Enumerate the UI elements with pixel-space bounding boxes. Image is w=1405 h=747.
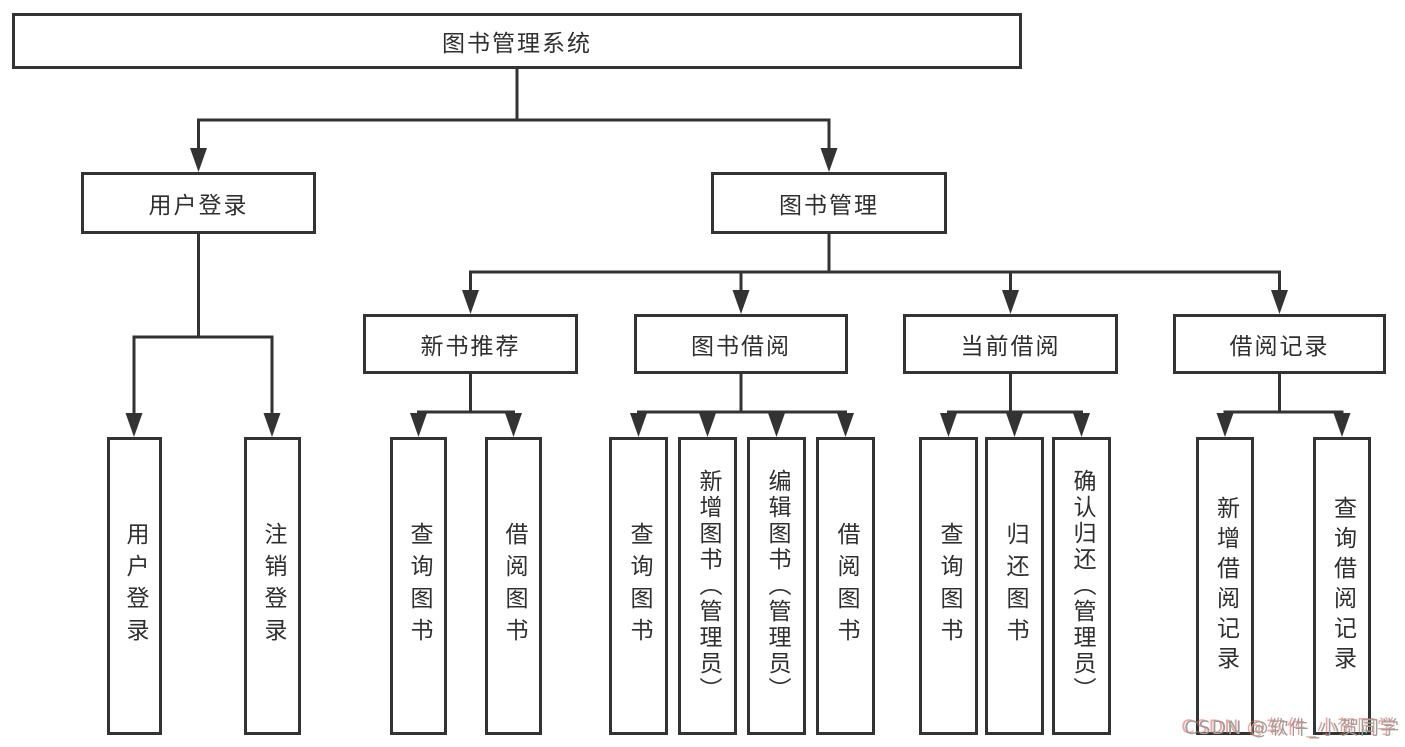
leaf-return-book: 归还图书 bbox=[985, 437, 1044, 735]
leaf-add-book-admin: 新增图书（管理员） bbox=[678, 437, 737, 735]
leaf-query-book-1: 查询图书 bbox=[390, 437, 447, 735]
leaf-borrow-book-2: 借阅图书 bbox=[816, 437, 875, 735]
node-book-borrow: 图书借阅 bbox=[634, 314, 848, 374]
leaf-edit-book-admin: 编辑图书（管理员） bbox=[747, 437, 806, 735]
leaf-query-borrow-record: 查询借阅记录 bbox=[1313, 437, 1371, 735]
leaf-logout: 注销登录 bbox=[244, 437, 301, 735]
leaf-add-borrow-record: 新增借阅记录 bbox=[1196, 437, 1254, 735]
node-user-login: 用户登录 bbox=[81, 172, 316, 234]
node-current-borrow: 当前借阅 bbox=[903, 314, 1118, 374]
leaf-query-book-3: 查询图书 bbox=[919, 437, 978, 735]
leaf-confirm-return-admin: 确认归还（管理员） bbox=[1052, 437, 1111, 735]
leaf-user-login: 用户登录 bbox=[107, 437, 162, 735]
leaf-borrow-book-1: 借阅图书 bbox=[485, 437, 542, 735]
leaf-query-book-2: 查询图书 bbox=[609, 437, 668, 735]
watermark: CSDN @软件_小贺同学 bbox=[1184, 717, 1400, 739]
node-root: 图书管理系统 bbox=[12, 13, 1022, 69]
node-new-book-recommend: 新书推荐 bbox=[363, 314, 578, 374]
node-book-management: 图书管理 bbox=[711, 172, 947, 234]
node-borrow-record: 借阅记录 bbox=[1173, 314, 1386, 374]
